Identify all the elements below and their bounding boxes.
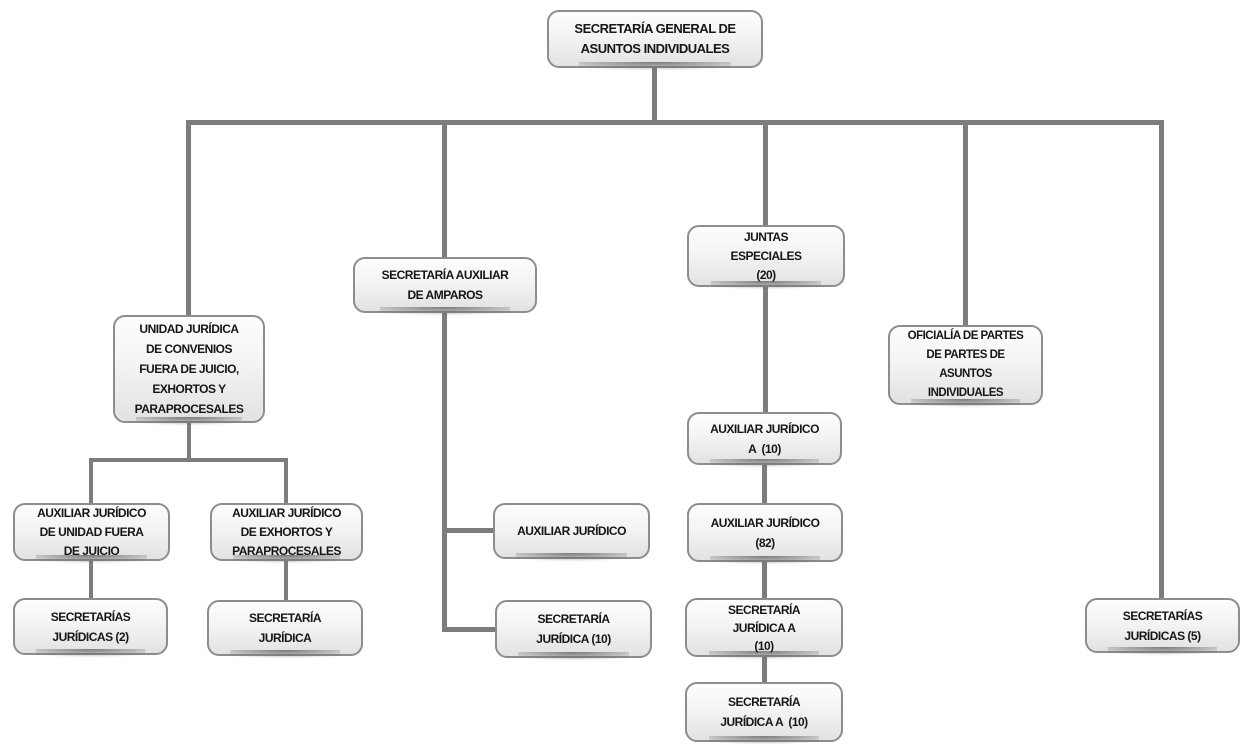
connector-amparos-spine [442, 311, 447, 632]
node-label: SECRETARÍA JURÍDICA A (10) [720, 695, 808, 729]
node-label: AUXILIAR JURÍDICO DE UNIDAD FUERA DE JUI… [37, 505, 146, 558]
connector-trunk-to-oficialia [963, 120, 968, 328]
node-label: AUXILIAR JURÍDICO [517, 524, 626, 538]
connector-aux-unidad-to-sec2 [89, 559, 93, 601]
node-label: AUXILIAR JURÍDICO (82) [710, 515, 820, 550]
node-label: SECRETARÍA JURÍDICA (10) [536, 612, 611, 646]
connector-aux-exhortos-to-sec1 [284, 559, 288, 603]
connector-trunk-to-secretarias-5 [1159, 120, 1164, 601]
node-label: SECRETARÍAS JURÍDICAS (2) [50, 609, 131, 644]
node-secretaria-juridica-10: SECRETARÍA JURÍDICA (10) [495, 600, 652, 664]
node-label: SECRETARÍA GENERAL DE ASUNTOS INDIVIDUAL… [574, 21, 736, 56]
connector-trunk-to-juntas [763, 120, 768, 228]
node-unidad-juridica-convenios: UNIDAD JURÍDICA DE CONVENIOS FUERA DE JU… [113, 315, 265, 429]
node-oficialia-de-partes: OFICIALÍA DE PARTES DE PARTES DE ASUNTOS… [888, 325, 1043, 411]
connector-unidad-horizontal [89, 458, 288, 462]
connector-aux-82-to-sec-a10 [762, 560, 767, 600]
node-secretaria-juridica-a-10-upper: SECRETARÍA JURÍDICA A (10) [685, 598, 843, 663]
connector-trunk-to-unidad [186, 120, 191, 317]
connector-trunk-horizontal [187, 120, 1164, 125]
node-auxiliar-juridico-unidad-fuera: AUXILIAR JURÍDICO DE UNIDAD FUERA DE JUI… [13, 503, 170, 567]
node-label: JUNTAS ESPECIALES (20) [730, 229, 802, 282]
node-label: SECRETARÍAS JURÍDICAS (5) [1122, 608, 1203, 643]
node-label: OFICIALÍA DE PARTES DE PARTES DE ASUNTOS… [907, 330, 1024, 399]
connector-amparos-to-sec10 [444, 627, 498, 632]
node-label: SECRETARÍA JURÍDICA A (10) [727, 602, 801, 653]
node-auxiliar-juridico-82: AUXILIAR JURÍDICO (82) [687, 503, 843, 568]
connector-juntas-to-aux-a10 [763, 285, 768, 414]
node-secretarias-juridicas-2: SECRETARÍAS JURÍDICAS (2) [13, 598, 168, 661]
node-label: AUXILIAR JURÍDICO DE EXHORTOS Y PARAPROC… [232, 505, 341, 558]
node-secretaria-juridica: SECRETARÍA JURÍDICA [207, 600, 363, 662]
node-secretaria-general: SECRETARÍA GENERAL DE ASUNTOS INDIVIDUAL… [547, 10, 763, 74]
connector-amparos-to-aux [444, 528, 496, 533]
node-auxiliar-juridico-exhortos: AUXILIAR JURÍDICO DE EXHORTOS Y PARAPROC… [210, 503, 363, 567]
connector-aux-a10-to-aux-82 [762, 463, 767, 505]
node-juntas-especiales: JUNTAS ESPECIALES (20) [687, 225, 845, 293]
node-secretaria-auxiliar-amparos: SECRETARÍA AUXILIAR DE AMPAROS [353, 257, 537, 319]
connector-sec-a10-to-sec-a10b [762, 655, 767, 684]
connector-root-to-trunk [652, 66, 657, 124]
node-auxiliar-juridico-a-10: AUXILIAR JURÍDICO A (10) [687, 412, 842, 471]
node-label: UNIDAD JURÍDICA DE CONVENIOS FUERA DE JU… [134, 322, 244, 416]
connector-unidad-down [187, 421, 191, 462]
node-secretarias-juridicas-5: SECRETARÍAS JURÍDICAS (5) [1085, 598, 1240, 659]
node-secretaria-juridica-a-10-lower: SECRETARÍA JURÍDICA A (10) [685, 682, 843, 748]
node-label: SECRETARÍA AUXILIAR DE AMPAROS [381, 268, 509, 302]
connector-to-aux-exhortos [284, 458, 288, 506]
node-label: SECRETARÍA JURÍDICA [248, 611, 322, 645]
connector-to-aux-unidad [89, 458, 93, 506]
node-label: AUXILIAR JURÍDICO A (10) [710, 421, 819, 456]
node-auxiliar-juridico: AUXILIAR JURÍDICO [493, 503, 650, 565]
connector-trunk-to-amparos [442, 120, 447, 260]
